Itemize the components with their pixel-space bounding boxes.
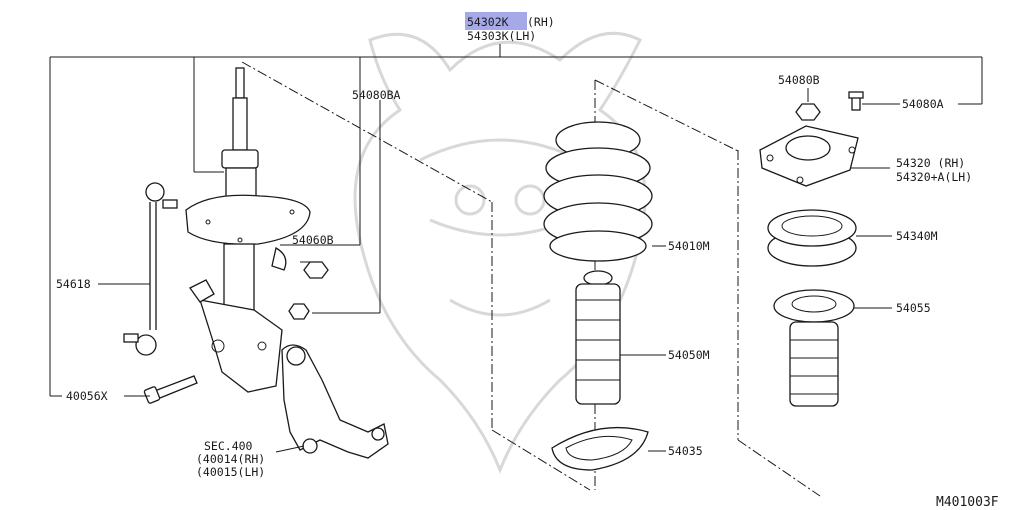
figure-code: M401003F [936, 495, 999, 510]
label-54320-rh[interactable]: 54320 (RH) [896, 156, 965, 170]
nut-54080ba[interactable] [288, 303, 310, 320]
coil-spring-54010m[interactable] [543, 121, 653, 262]
leader-lines [98, 88, 900, 453]
label-54080ba[interactable]: 54080BA [352, 88, 401, 102]
bound-bumper-54055[interactable] [773, 289, 855, 407]
mount-insulator-54320[interactable] [759, 125, 859, 187]
label-54340m[interactable]: 54340M [896, 229, 938, 243]
label-54010m[interactable]: 54010M [668, 239, 710, 253]
bolt-40056x[interactable] [143, 375, 198, 404]
label-54035[interactable]: 54035 [668, 444, 703, 458]
assembly-part-lh[interactable]: 54303K(LH) [467, 29, 536, 43]
label-54080b[interactable]: 54080B [778, 73, 820, 87]
spring-seat-54035[interactable] [551, 426, 649, 471]
assembly-part-rh[interactable]: 54302K [467, 15, 509, 29]
bolt-54080a[interactable] [848, 91, 864, 111]
nut-54080b[interactable] [795, 103, 821, 121]
label-sec400-lh: (40015(LH) [196, 465, 265, 479]
nut-54060b[interactable] [303, 261, 329, 279]
dust-boot-54050m[interactable] [575, 270, 621, 405]
label-sec400-rh: (40014(RH) [196, 452, 265, 466]
strut-assembly[interactable] [185, 67, 311, 393]
label-54080a[interactable]: 54080A [902, 97, 944, 111]
label-54050m[interactable]: 54050M [668, 348, 710, 362]
label-54320-lh[interactable]: 54320+A(LH) [896, 170, 972, 184]
assembly-bracket [49, 44, 983, 397]
label-54060b[interactable]: 54060B [292, 233, 334, 247]
label-54618[interactable]: 54618 [56, 277, 91, 291]
label-40056x[interactable]: 40056X [66, 389, 108, 403]
label-sec400[interactable]: SEC.400 [204, 439, 253, 453]
assembly-side-rh: (RH) [527, 15, 555, 29]
assembly-highlight [465, 12, 527, 30]
bearing-54340m[interactable] [767, 209, 857, 267]
label-54055[interactable]: 54055 [896, 301, 931, 315]
stabilizer-link-54618[interactable] [123, 182, 178, 356]
steering-knuckle[interactable] [281, 344, 389, 459]
